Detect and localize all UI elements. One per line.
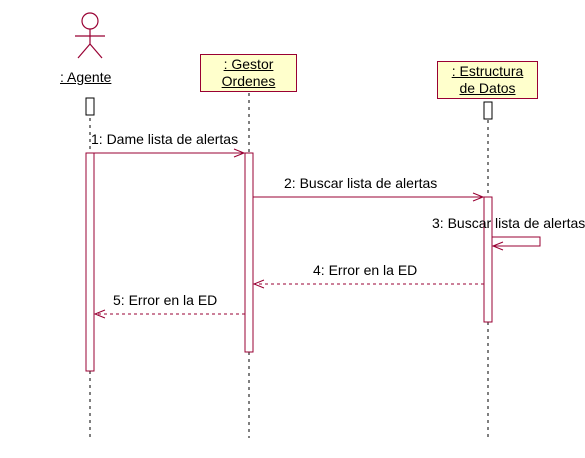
object-gestor-line1: : Gestor (223, 56, 274, 72)
message-arrow-3 (491, 236, 541, 251)
object-estructura-line2: de Datos (459, 80, 516, 96)
message-label-4: 4: Error en la ED (313, 262, 418, 278)
actor-agente-label: : Agente (60, 69, 112, 85)
message-label-2: 2: Buscar lista de alertas (284, 175, 438, 191)
marker-agente (85, 97, 95, 116)
object-gestor: : Gestor Ordenes (200, 54, 297, 92)
message-arrow-4 (252, 279, 484, 289)
actor-agente-figure (75, 12, 105, 59)
activation-gestor (244, 152, 254, 353)
message-arrow-1 (94, 148, 246, 158)
activation-estructura (483, 196, 493, 323)
message-label-1: 1: Dame lista de alertas (91, 131, 239, 147)
sequence-diagram (75, 12, 541, 438)
marker-estructura (483, 101, 493, 120)
message-arrow-2 (253, 192, 485, 202)
activation-agente (85, 152, 95, 372)
message-label-3: 3: Buscar lista de alertas (432, 215, 585, 231)
object-estructura-line1: : Estructura (451, 63, 524, 79)
object-gestor-line2: Ordenes (221, 73, 276, 89)
message-arrow-5 (93, 309, 245, 319)
object-estructura: : Estructura de Datos (437, 61, 538, 99)
message-label-5: 5: Error en la ED (113, 292, 218, 308)
